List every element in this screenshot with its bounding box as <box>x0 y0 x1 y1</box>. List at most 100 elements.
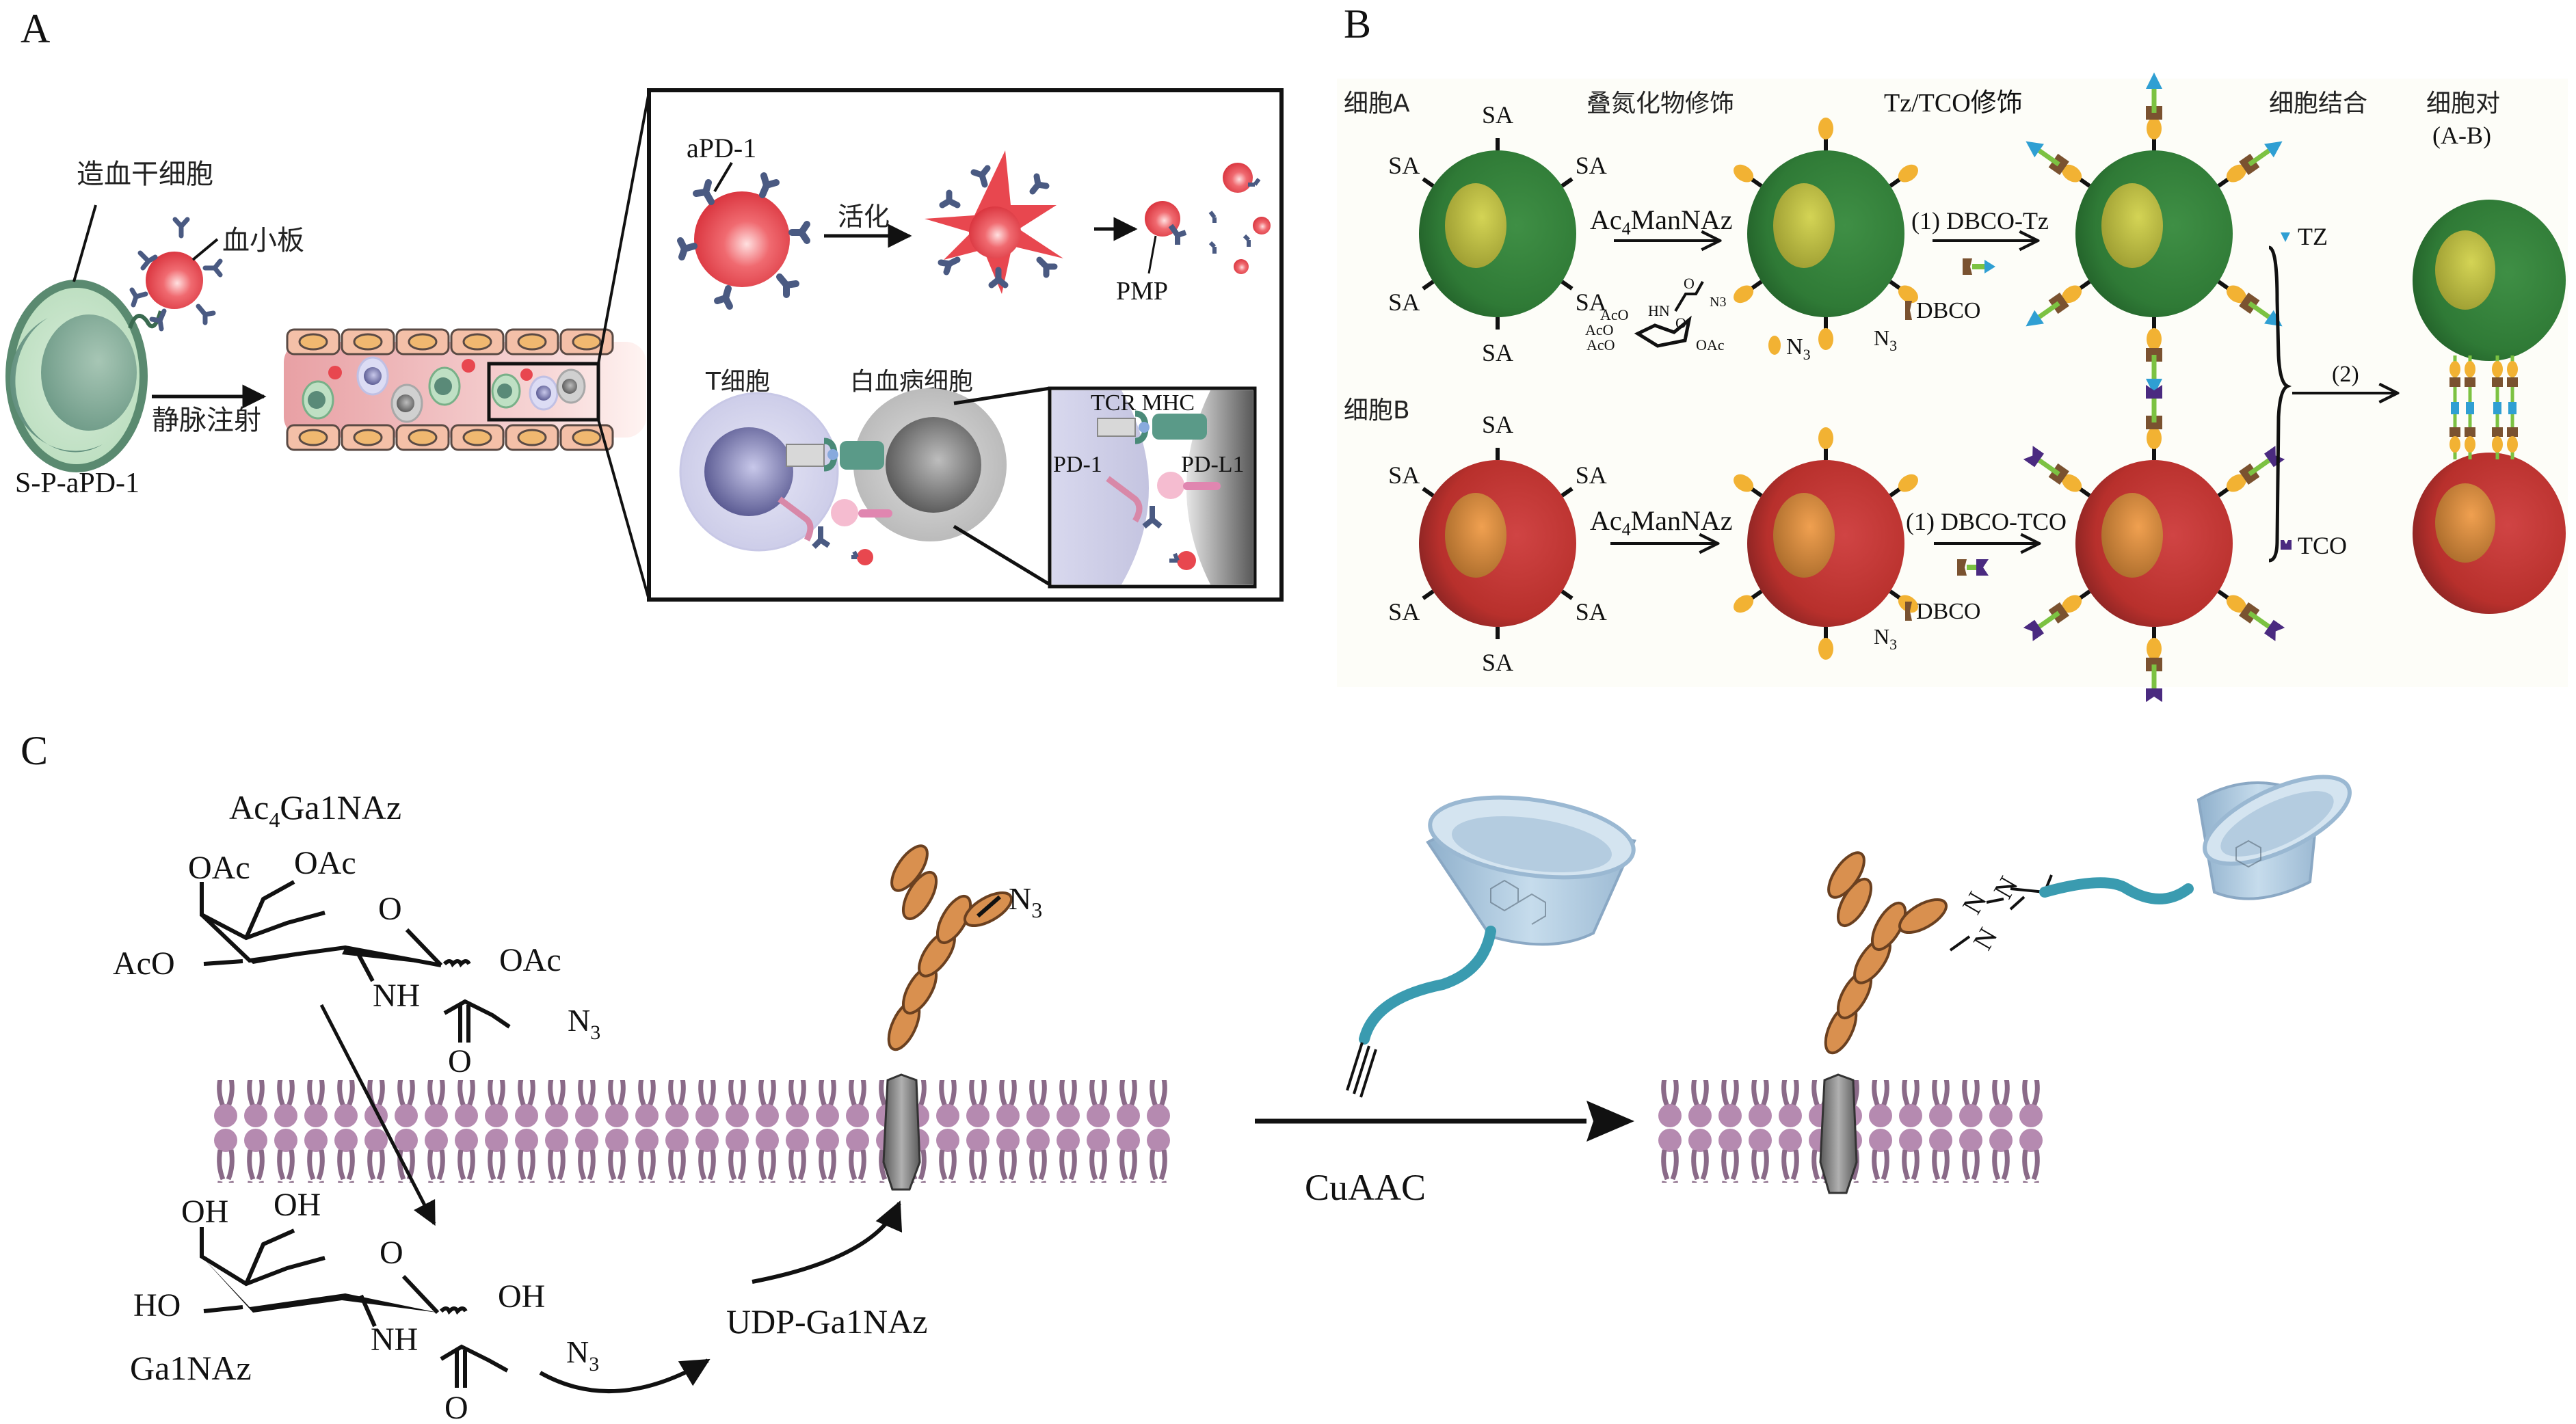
atom-n3-1: N3 <box>568 1003 600 1044</box>
sialic-acid-label: SA <box>1576 288 1607 316</box>
dbco-legend-icon-a <box>1905 301 1912 320</box>
atom-oh-1: OH <box>181 1194 228 1230</box>
hsc-label: 造血干细胞 <box>77 159 213 190</box>
tcell-label: T细胞 <box>705 368 770 396</box>
atom-n3-2: N3 <box>566 1334 599 1375</box>
endothelial-nucleus <box>353 429 383 446</box>
sialic-acid-label: SA <box>1388 288 1420 316</box>
crosslink-azide-bottom <box>2449 436 2460 453</box>
crosslink-azide-top <box>2492 361 2503 377</box>
azide-group <box>2147 328 2162 350</box>
surface-stalk <box>1889 589 1902 600</box>
crosslink-tz-tco <box>2466 402 2474 414</box>
glycan-azide-label: N3 <box>1009 881 1042 922</box>
glycan-chain-right <box>1824 851 1948 1055</box>
endothelial-nucleus <box>572 333 602 351</box>
header-cell-pair-sub: (A-B) <box>2432 122 2491 149</box>
endothelial-nucleus <box>408 333 438 351</box>
ac4galnaz-structure <box>200 880 511 1043</box>
inset-panel: aPD-1 活化 <box>647 88 1284 602</box>
azide-group <box>1898 474 1918 492</box>
surface-stalk <box>1750 589 1763 600</box>
azide-group <box>2226 474 2246 492</box>
azide-group <box>1734 595 1754 613</box>
zoom-line-bottom <box>597 419 650 600</box>
endothelial-cells-bottom <box>286 424 614 451</box>
atom-aco: AcO <box>113 945 175 982</box>
udp-conversion-arrow <box>539 1358 711 1393</box>
injection-label: 静脉注射 <box>152 405 261 436</box>
cell-pair-a-nucleus <box>2435 230 2495 310</box>
peg-linker <box>2248 458 2270 476</box>
glycan-sugar <box>890 844 929 892</box>
crosslink-dbco-top <box>2507 377 2518 387</box>
surface-stalk <box>1889 487 1902 498</box>
atom-o-carbonyl-1: O <box>448 1043 472 1079</box>
panel-label-b: B <box>1344 1 1371 46</box>
glycan-chain-left <box>887 844 1013 1051</box>
surface-stalk <box>1561 177 1574 188</box>
dbco-legend-icon-b <box>1905 602 1912 621</box>
header-cell-binding: 细胞结合 <box>2269 90 2367 118</box>
cell-nucleus <box>2101 493 2163 578</box>
surface-stalk <box>2078 280 2091 291</box>
cell-a-tz <box>2026 72 2283 395</box>
peg-linker <box>2038 458 2060 476</box>
peg-linker <box>2248 148 2270 167</box>
crosslink-dbco-bottom <box>2465 427 2475 437</box>
crosslink-dbco-bottom <box>2507 427 2518 437</box>
atom-oac-2: OAc <box>294 845 356 881</box>
vessel-zoom-box <box>487 362 600 422</box>
azide-group <box>2147 118 2162 139</box>
sugar-aco-2: AcO <box>1585 321 1614 338</box>
cyclodextrin-alkyne-probe <box>1346 795 1636 1098</box>
glycan-sugar <box>1836 878 1873 927</box>
pdl1-label: PD-L1 <box>1181 452 1245 477</box>
tco-legend-label: TCO <box>2298 532 2347 559</box>
cell-nucleus <box>2101 183 2163 268</box>
azide-group <box>1898 285 1918 304</box>
tco-group <box>2264 619 2285 641</box>
binding-brace <box>2268 245 2292 563</box>
azide-group <box>1818 638 1833 660</box>
surface-stalk <box>2217 589 2230 600</box>
peg-linker <box>2038 610 2060 629</box>
azide-group <box>2147 427 2162 449</box>
azide-group <box>2226 595 2246 613</box>
tco-group <box>2146 385 2162 399</box>
tetrazine-group <box>2146 72 2162 89</box>
sialic-acid-label: SA <box>1388 461 1420 489</box>
tcr-mhc-label: TCR MHC <box>1091 390 1195 416</box>
surface-stalk <box>1750 177 1763 188</box>
tco-legend-icon <box>2281 540 2292 550</box>
crosslink-dbco-bottom <box>2492 427 2503 437</box>
n3-legend-dot <box>1768 336 1781 355</box>
sugar-aco-1: AcO <box>1600 306 1629 323</box>
atom-o-ring-2: O <box>380 1235 403 1271</box>
cell-b-azide <box>1734 427 1918 660</box>
ring-bold-edge-2 <box>342 948 441 965</box>
sialic-acid-label: SA <box>1482 649 1513 676</box>
hematopoietic-stem-cell <box>5 280 148 472</box>
sugar-n3: N3 <box>1710 295 1726 310</box>
galnaz-structure <box>200 1227 509 1388</box>
surface-stalk <box>2217 487 2230 498</box>
sugar-o-carbonyl: O <box>1684 275 1695 292</box>
crosslink-dbco-top <box>2449 377 2460 387</box>
atom-oh-3: OH <box>498 1278 545 1315</box>
sialic-acid-label: SA <box>1576 598 1607 626</box>
crosslink-dbco-bottom <box>2449 427 2460 437</box>
atom-nh-2: NH <box>371 1321 418 1358</box>
endothelial-nucleus <box>408 429 438 446</box>
peg-linker <box>2038 148 2060 167</box>
azide-group <box>1898 164 1918 183</box>
surface-stalk <box>2217 280 2230 291</box>
sugar-hn: HN <box>1648 302 1670 319</box>
triazole-n2: N <box>1987 871 2023 904</box>
header-cell-pair: 细胞对 <box>2426 90 2500 118</box>
crosslink-azide-top <box>2507 361 2518 377</box>
